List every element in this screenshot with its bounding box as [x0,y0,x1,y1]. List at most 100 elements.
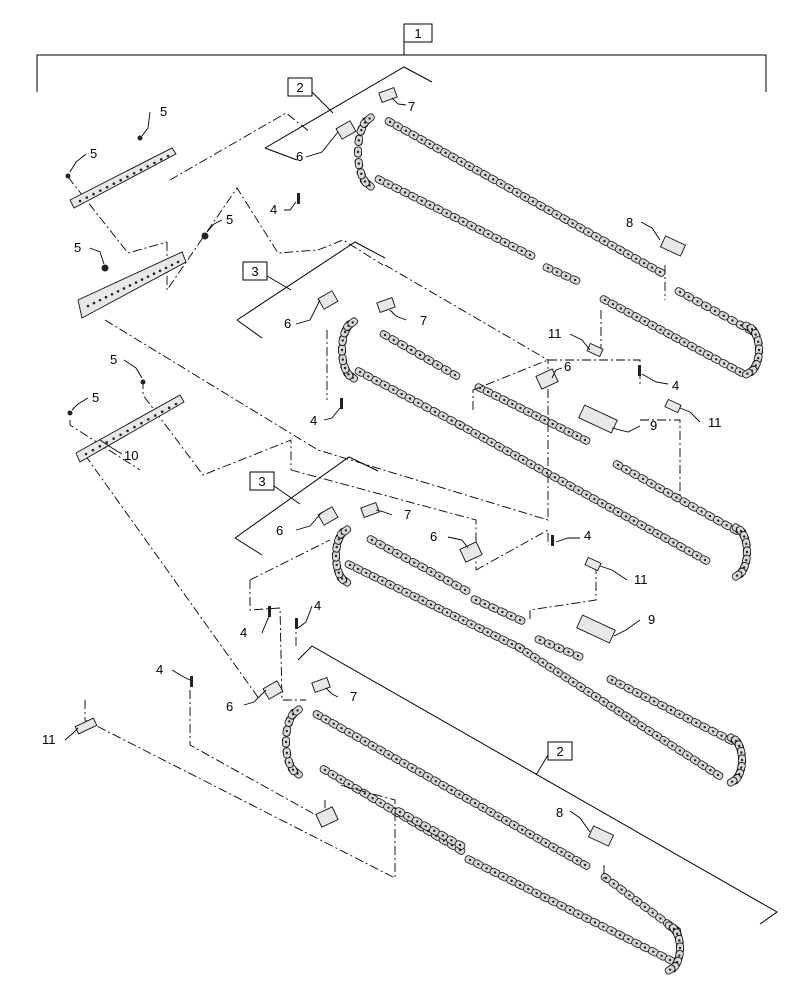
bolt-icon [137,135,143,141]
chain-strand [612,460,741,535]
callout-4: 4 [156,662,163,677]
chain-strand [464,855,676,965]
double-link-9 [576,614,616,644]
callout-6: 6 [296,149,303,164]
callout-6: 6 [564,359,571,374]
chain-strand [514,643,724,780]
chain-strand [726,774,742,787]
chain-strand [336,525,352,539]
bolt-icon [67,410,73,416]
callout-7: 7 [408,99,415,114]
tensioner-6 [262,680,284,700]
half-link-11 [74,717,98,735]
connector-parts [74,86,687,847]
connector-link-7 [378,86,398,104]
callout-4: 4 [310,413,317,428]
chain-strand [742,365,758,379]
callout-5: 5 [226,212,233,227]
callout-5: 5 [110,352,117,367]
callout-leaders [64,97,701,833]
group-bracket-3-lower [234,456,379,556]
callout-10: 10 [124,448,138,463]
callout-5: 5 [74,240,81,255]
chain-strand [394,807,466,850]
connector-link-7 [376,296,396,314]
callout-11: 11 [634,572,648,587]
chain-strand [379,330,461,380]
callout-box-3-upper: 3 [251,264,258,279]
callout-4: 4 [314,598,321,613]
bolt-icon [297,193,300,204]
tensioner-6 [317,290,339,310]
chain-strand [470,595,526,625]
callout-4: 4 [672,378,679,393]
callout-4: 4 [270,202,277,217]
callout-9: 9 [648,612,655,627]
bolt-icon [295,618,298,629]
tensioner-6 [535,368,559,390]
callout-6: 6 [226,699,233,714]
connector-link-7 [311,676,331,694]
bolt-icon [340,398,343,409]
callout-11: 11 [708,415,722,430]
callout-4: 4 [584,528,591,543]
group-bracket-2-top [264,66,433,161]
sprocket-strip-middle [77,251,187,319]
chain-strand [384,117,666,277]
group-bracket-3-upper [236,241,386,339]
chain-strand [287,705,303,720]
callout-box-2-top: 2 [296,80,303,95]
double-link-9 [578,404,618,434]
chain-strand [319,765,466,855]
bolt-icon [551,535,554,546]
callout-11: 11 [548,326,562,341]
callout-numbers: 5 5 5 5 5 5 10 4 4 4 4 4 4 4 7 7 7 7 6 6… [42,99,722,820]
chain-strand [664,962,680,975]
half-link-11 [584,556,602,572]
bolt-icon [190,676,193,687]
chain-strand [454,420,711,565]
chain-assemblies [281,113,764,975]
tensioner-6 [335,120,357,140]
callout-6: 6 [276,523,283,538]
tensioner-6 [459,541,483,563]
tensioner-6 [315,806,339,828]
bolt-icon [268,606,271,617]
chain-strand [534,635,584,661]
chain-strand [542,263,581,285]
callout-8: 8 [626,215,633,230]
chain-strand [354,367,466,430]
chain-strand [344,560,526,653]
callout-5: 5 [92,390,99,405]
chain-strand [474,383,591,445]
bolt-icon [65,173,71,179]
callout-6: 6 [430,529,437,544]
sprocket-strip-lower [75,394,185,463]
group-bracket-2-bottom [297,645,778,925]
chain-strand [359,113,375,128]
chain-strand [343,317,359,331]
assembly-reference-lines [67,112,681,880]
assembly-bracket [36,23,767,92]
callout-box-1: 1 [414,26,421,41]
guide-8 [659,235,687,257]
bolt-icon [638,365,641,376]
callout-5: 5 [90,146,97,161]
chain-strand [599,295,746,377]
bolt-icons [65,135,641,687]
callout-6: 6 [284,316,291,331]
half-link-11 [586,342,604,358]
callout-5: 5 [160,104,167,119]
callout-4: 4 [240,625,247,640]
callout-box-3-lower: 3 [258,474,265,489]
chain-strand [374,175,536,260]
chain-strand [606,675,736,745]
tensioner-6 [317,506,339,526]
chain-strand [366,535,471,595]
callout-9: 9 [650,418,657,433]
connector-link-7 [360,501,380,519]
guide-8 [587,825,615,847]
callout-11: 11 [42,732,56,747]
callout-7: 7 [350,689,357,704]
